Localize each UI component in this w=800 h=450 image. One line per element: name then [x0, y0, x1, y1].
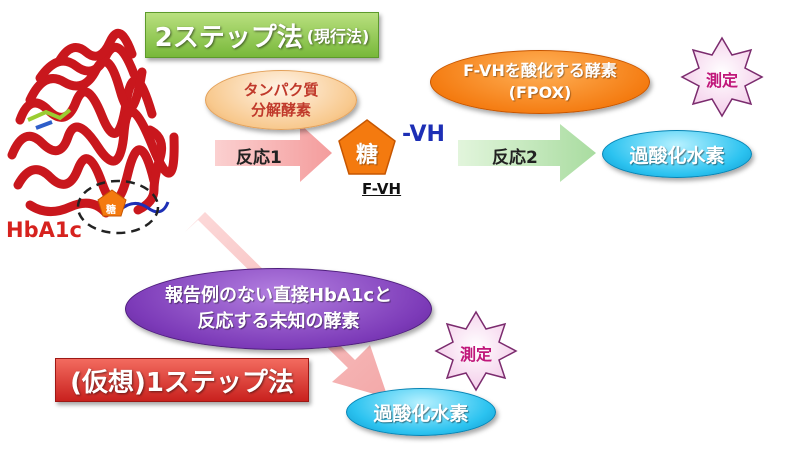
measure-star-bottom-icon: [434, 310, 518, 392]
protease-line2: 分解酵素: [250, 101, 311, 119]
glycation-site-ring: [76, 179, 160, 235]
measure-top-label: 測定: [706, 71, 739, 90]
fvh-label: F-VH: [362, 180, 402, 198]
fpox-line2: (FPOX): [508, 83, 572, 102]
protein-chain-tail: [119, 201, 170, 214]
protease-enzyme-ellipse: タンパク質 分解酵素: [205, 70, 357, 130]
two-step-method-title: 2ステップ法 (現行法): [145, 12, 379, 58]
product-bottom-label: 過酸化水素: [373, 402, 469, 425]
two-step-title-sub: (現行法): [306, 27, 370, 46]
hydrogen-peroxide-bottom: 過酸化水素: [346, 388, 496, 436]
reaction1-label: 反応1: [236, 148, 282, 168]
sugar-label: 糖: [356, 143, 379, 168]
unknown-enzyme-line1: 報告例のない直接HbA1cと: [164, 285, 393, 306]
one-step-method-title: (仮想)1ステップ法: [55, 358, 309, 402]
measure-star-top-icon: [680, 36, 764, 118]
arrow-reaction1: [215, 124, 332, 182]
unknown-enzyme-ellipse: 報告例のない直接HbA1cと 反応する未知の酵素: [125, 268, 432, 350]
measure-bottom-label: 測定: [460, 345, 493, 364]
protease-line1: タンパク質: [243, 81, 319, 99]
fpox-line1: F-VHを酸化する酵素: [463, 61, 617, 80]
ligand-sticks: [27, 108, 72, 130]
two-step-title-main: 2ステップ法: [154, 22, 303, 53]
vh-suffix-label: -VH: [402, 122, 445, 147]
sugar-pentagon-icon: [338, 119, 396, 175]
protein-sugar-label: 糖: [106, 205, 116, 216]
small-sugar-pentagon-icon: [97, 189, 127, 217]
arrow-reaction2: [458, 124, 596, 182]
unknown-enzyme-line2: 反応する未知の酵素: [197, 311, 360, 332]
hba1c-protein-illustration: [7, 28, 179, 218]
product-top-label: 過酸化水素: [629, 144, 725, 167]
hydrogen-peroxide-top: 過酸化水素: [602, 130, 752, 178]
reaction2-label: 反応2: [492, 148, 538, 168]
hba1c-label: HbA1c: [6, 218, 82, 242]
fpox-enzyme-ellipse: F-VHを酸化する酵素 (FPOX): [430, 50, 650, 114]
